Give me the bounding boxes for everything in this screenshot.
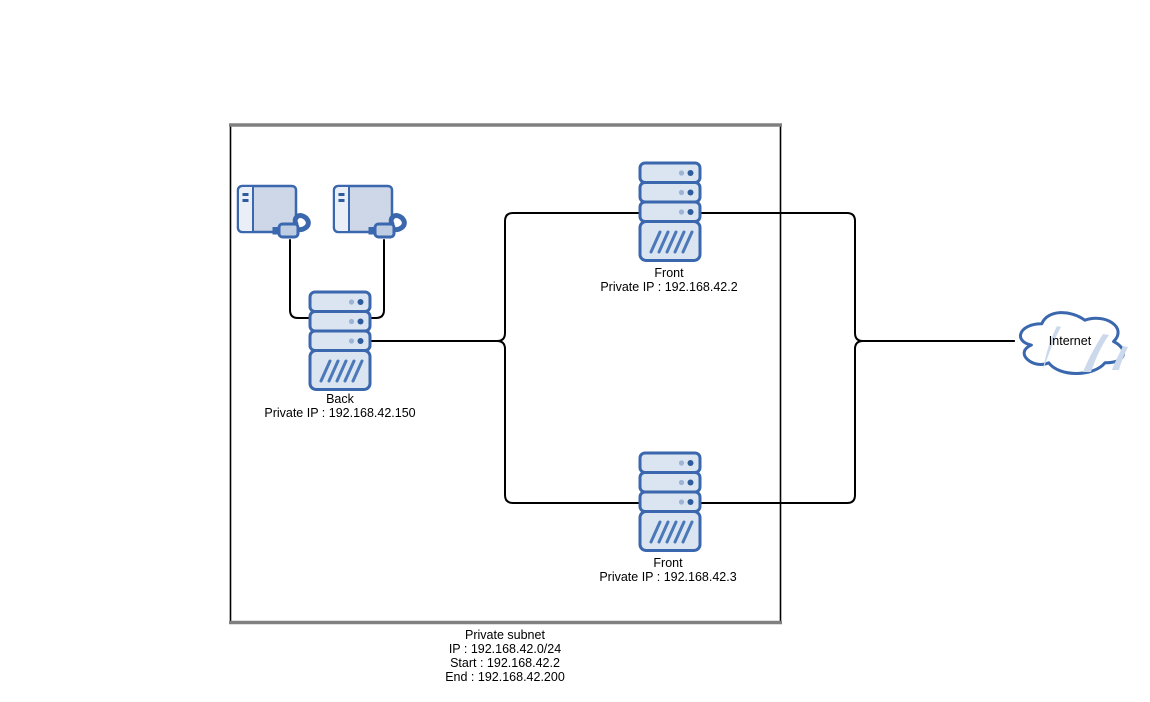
node-internet-cloud: Internet [1019,311,1128,375]
server-stack-icon [638,451,702,552]
node-front-server-bottom: Front Private IP : 192.168.42.3 [599,451,737,584]
back-server-name: Back [326,392,355,406]
private-subnet-caption: Private subnet IP : 192.168.42.0/24 Star… [445,628,565,684]
front-server-top-ip: Private IP : 192.168.42.2 [600,280,737,294]
edge-back-to-front-top [370,212,641,342]
internet-cloud-label: Internet [1049,334,1092,348]
private-subnet-boundary [229,123,782,625]
subnet-title: Private subnet [465,628,545,642]
edge-disk-left-to-back [289,239,311,319]
subnet-end: End : 192.168.42.200 [445,670,565,684]
subnet-ip: IP : 192.168.42.0/24 [449,642,561,656]
edge-back-to-front-bottom [370,340,641,504]
back-server-ip: Private IP : 192.168.42.150 [264,406,415,420]
external-drive-icon [334,186,404,237]
front-server-top-name: Front [654,266,684,280]
server-stack-icon [638,161,702,262]
connector-edges [289,212,1015,504]
server-stack-icon [308,290,372,391]
edge-front-bottom-to-internet [699,340,1015,504]
front-server-bottom-ip: Private IP : 192.168.42.3 [599,570,736,584]
edge-front-top-to-internet [699,212,1015,342]
node-front-server-top: Front Private IP : 192.168.42.2 [600,161,738,294]
node-back-server: Back Private IP : 192.168.42.150 [264,290,416,420]
subnet-start: Start : 192.168.42.2 [450,656,560,670]
external-drive-icon [238,186,308,237]
front-server-bottom-name: Front [653,556,683,570]
edge-disk-right-to-back [370,239,385,319]
cloud-icon [1019,311,1128,375]
